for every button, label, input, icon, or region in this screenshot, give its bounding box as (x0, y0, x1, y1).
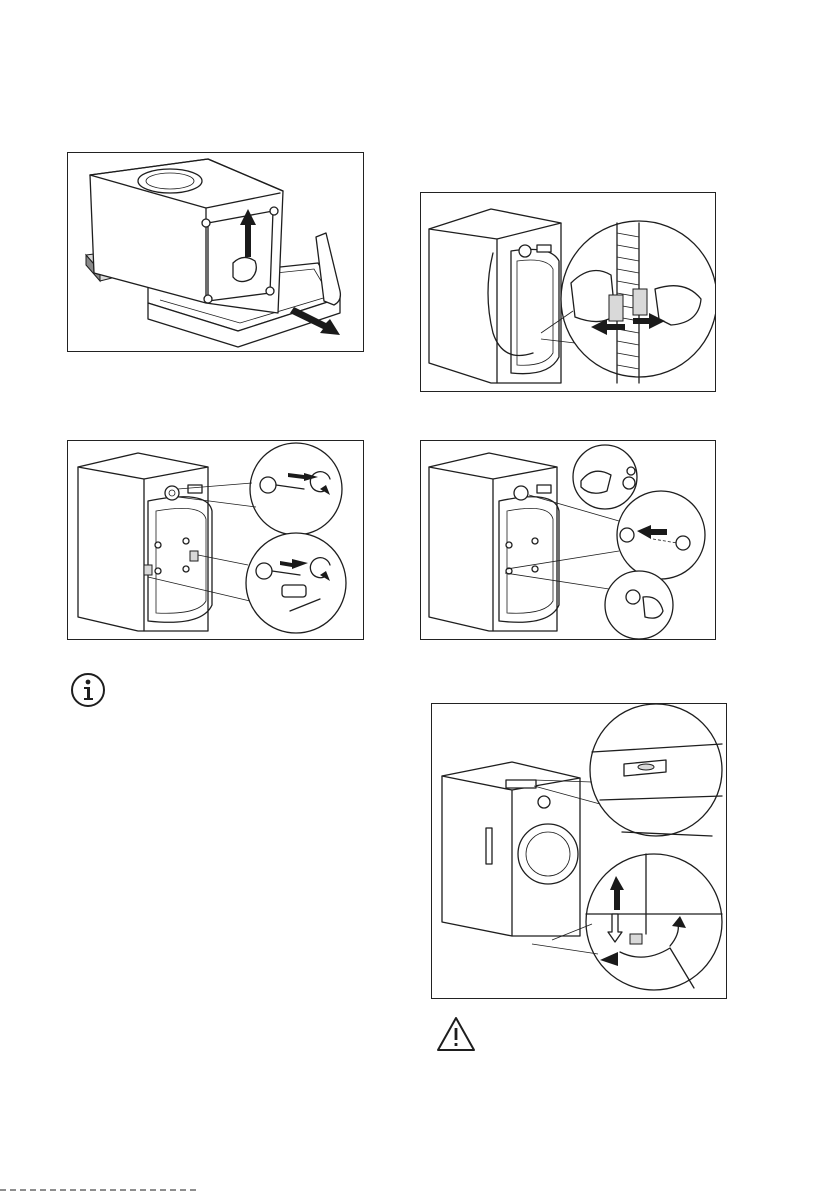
figure-remove-transit-bolts (67, 440, 364, 640)
figure-remove-base-packaging (67, 152, 364, 352)
footer-crop-mark (0, 1188, 200, 1192)
figure-release-hose-clamp (420, 192, 716, 392)
warning-triangle-icon (436, 1016, 476, 1052)
figure-level-appliance (431, 703, 727, 999)
figure-insert-plastic-caps (420, 440, 716, 640)
plastic-caps-illustration (421, 441, 715, 639)
info-icon (70, 672, 106, 708)
spirit-level-illustration (432, 704, 726, 998)
hose-clamp-illustration (421, 193, 715, 391)
transit-bolts-illustration (68, 441, 363, 639)
lift-and-pull-illustration (68, 153, 363, 351)
